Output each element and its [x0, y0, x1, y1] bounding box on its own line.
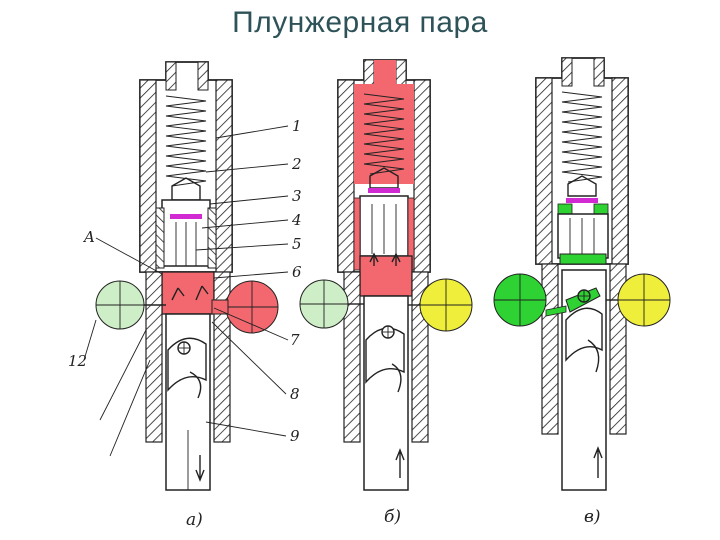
chamber-green-c: [559, 253, 607, 265]
callout-1: 1: [292, 117, 302, 135]
down-arrow-icon: [195, 455, 205, 482]
page-title: Плунжерная пара: [232, 6, 488, 39]
caption-c: в): [584, 507, 601, 527]
callout-7: 7: [290, 331, 300, 349]
callout-3: 3: [292, 187, 302, 205]
pressure-fill-b: [354, 84, 414, 184]
callout-8: 8: [290, 385, 300, 403]
callout-12: 12: [68, 352, 87, 370]
valve-flange-green: [593, 203, 609, 215]
callout-4: 4: [291, 211, 302, 229]
valve-seal-magenta: [170, 214, 202, 219]
pressure-chamber-a: [161, 271, 215, 315]
pressure-chamber-b: [359, 255, 413, 297]
caption-a: а): [186, 510, 203, 530]
section-a: [95, 61, 279, 491]
valve-seal-magenta: [368, 188, 400, 193]
up-arrow-icon: [593, 446, 603, 478]
callout-9: 9: [290, 427, 300, 445]
valve-flange-green: [557, 203, 573, 215]
callout-a: A: [82, 228, 95, 246]
callout-5: 5: [292, 235, 302, 253]
callout-6: 6: [292, 263, 302, 281]
up-arrow-icon: [395, 448, 405, 478]
caption-b: б): [384, 507, 401, 527]
leader-lines: [83, 125, 289, 457]
section-b: [299, 59, 473, 491]
callout-2: 2: [291, 155, 302, 173]
section-c: [493, 57, 671, 491]
valve-seal-magenta: [566, 198, 598, 203]
